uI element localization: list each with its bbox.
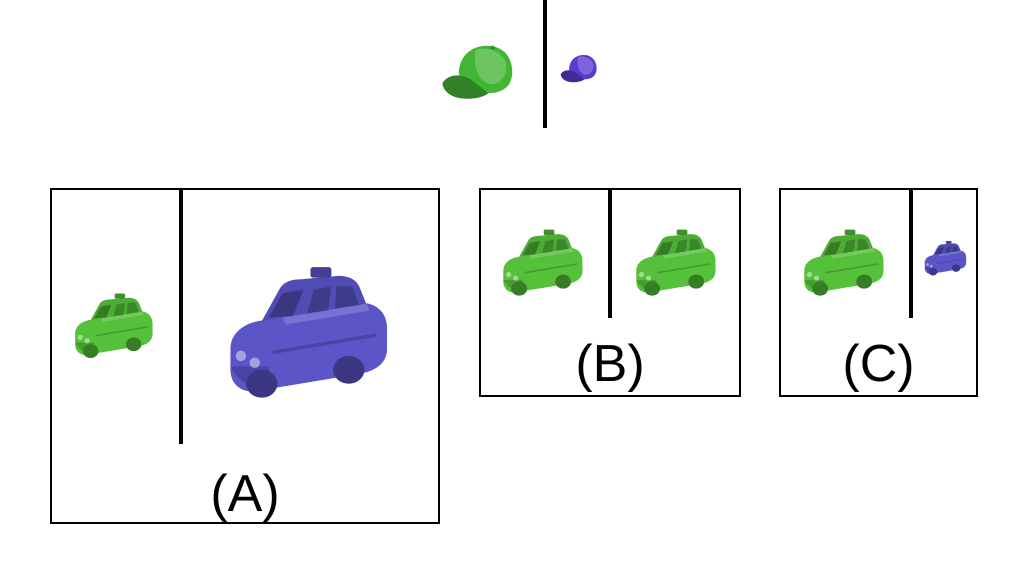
taxi-car-icon bbox=[799, 226, 887, 302]
prompt-pair bbox=[0, 0, 1027, 130]
cap-icon bbox=[441, 38, 515, 104]
option-a-panel[interactable]: (A) bbox=[50, 188, 440, 524]
cap-icon bbox=[560, 50, 598, 86]
taxi-car-icon bbox=[70, 290, 156, 364]
divider bbox=[608, 190, 612, 318]
option-label: (A) bbox=[210, 465, 280, 523]
divider bbox=[179, 190, 183, 444]
option-label: (B) bbox=[575, 335, 645, 393]
option-c-panel[interactable]: (C) bbox=[779, 188, 978, 397]
taxi-car-icon bbox=[220, 262, 394, 408]
divider bbox=[909, 190, 913, 318]
divider bbox=[543, 0, 547, 128]
option-b-panel[interactable]: (B) bbox=[479, 188, 741, 397]
option-label: (C) bbox=[842, 335, 915, 393]
taxi-car-icon bbox=[922, 240, 968, 278]
taxi-car-icon bbox=[498, 226, 586, 302]
taxi-car-icon bbox=[631, 226, 719, 302]
